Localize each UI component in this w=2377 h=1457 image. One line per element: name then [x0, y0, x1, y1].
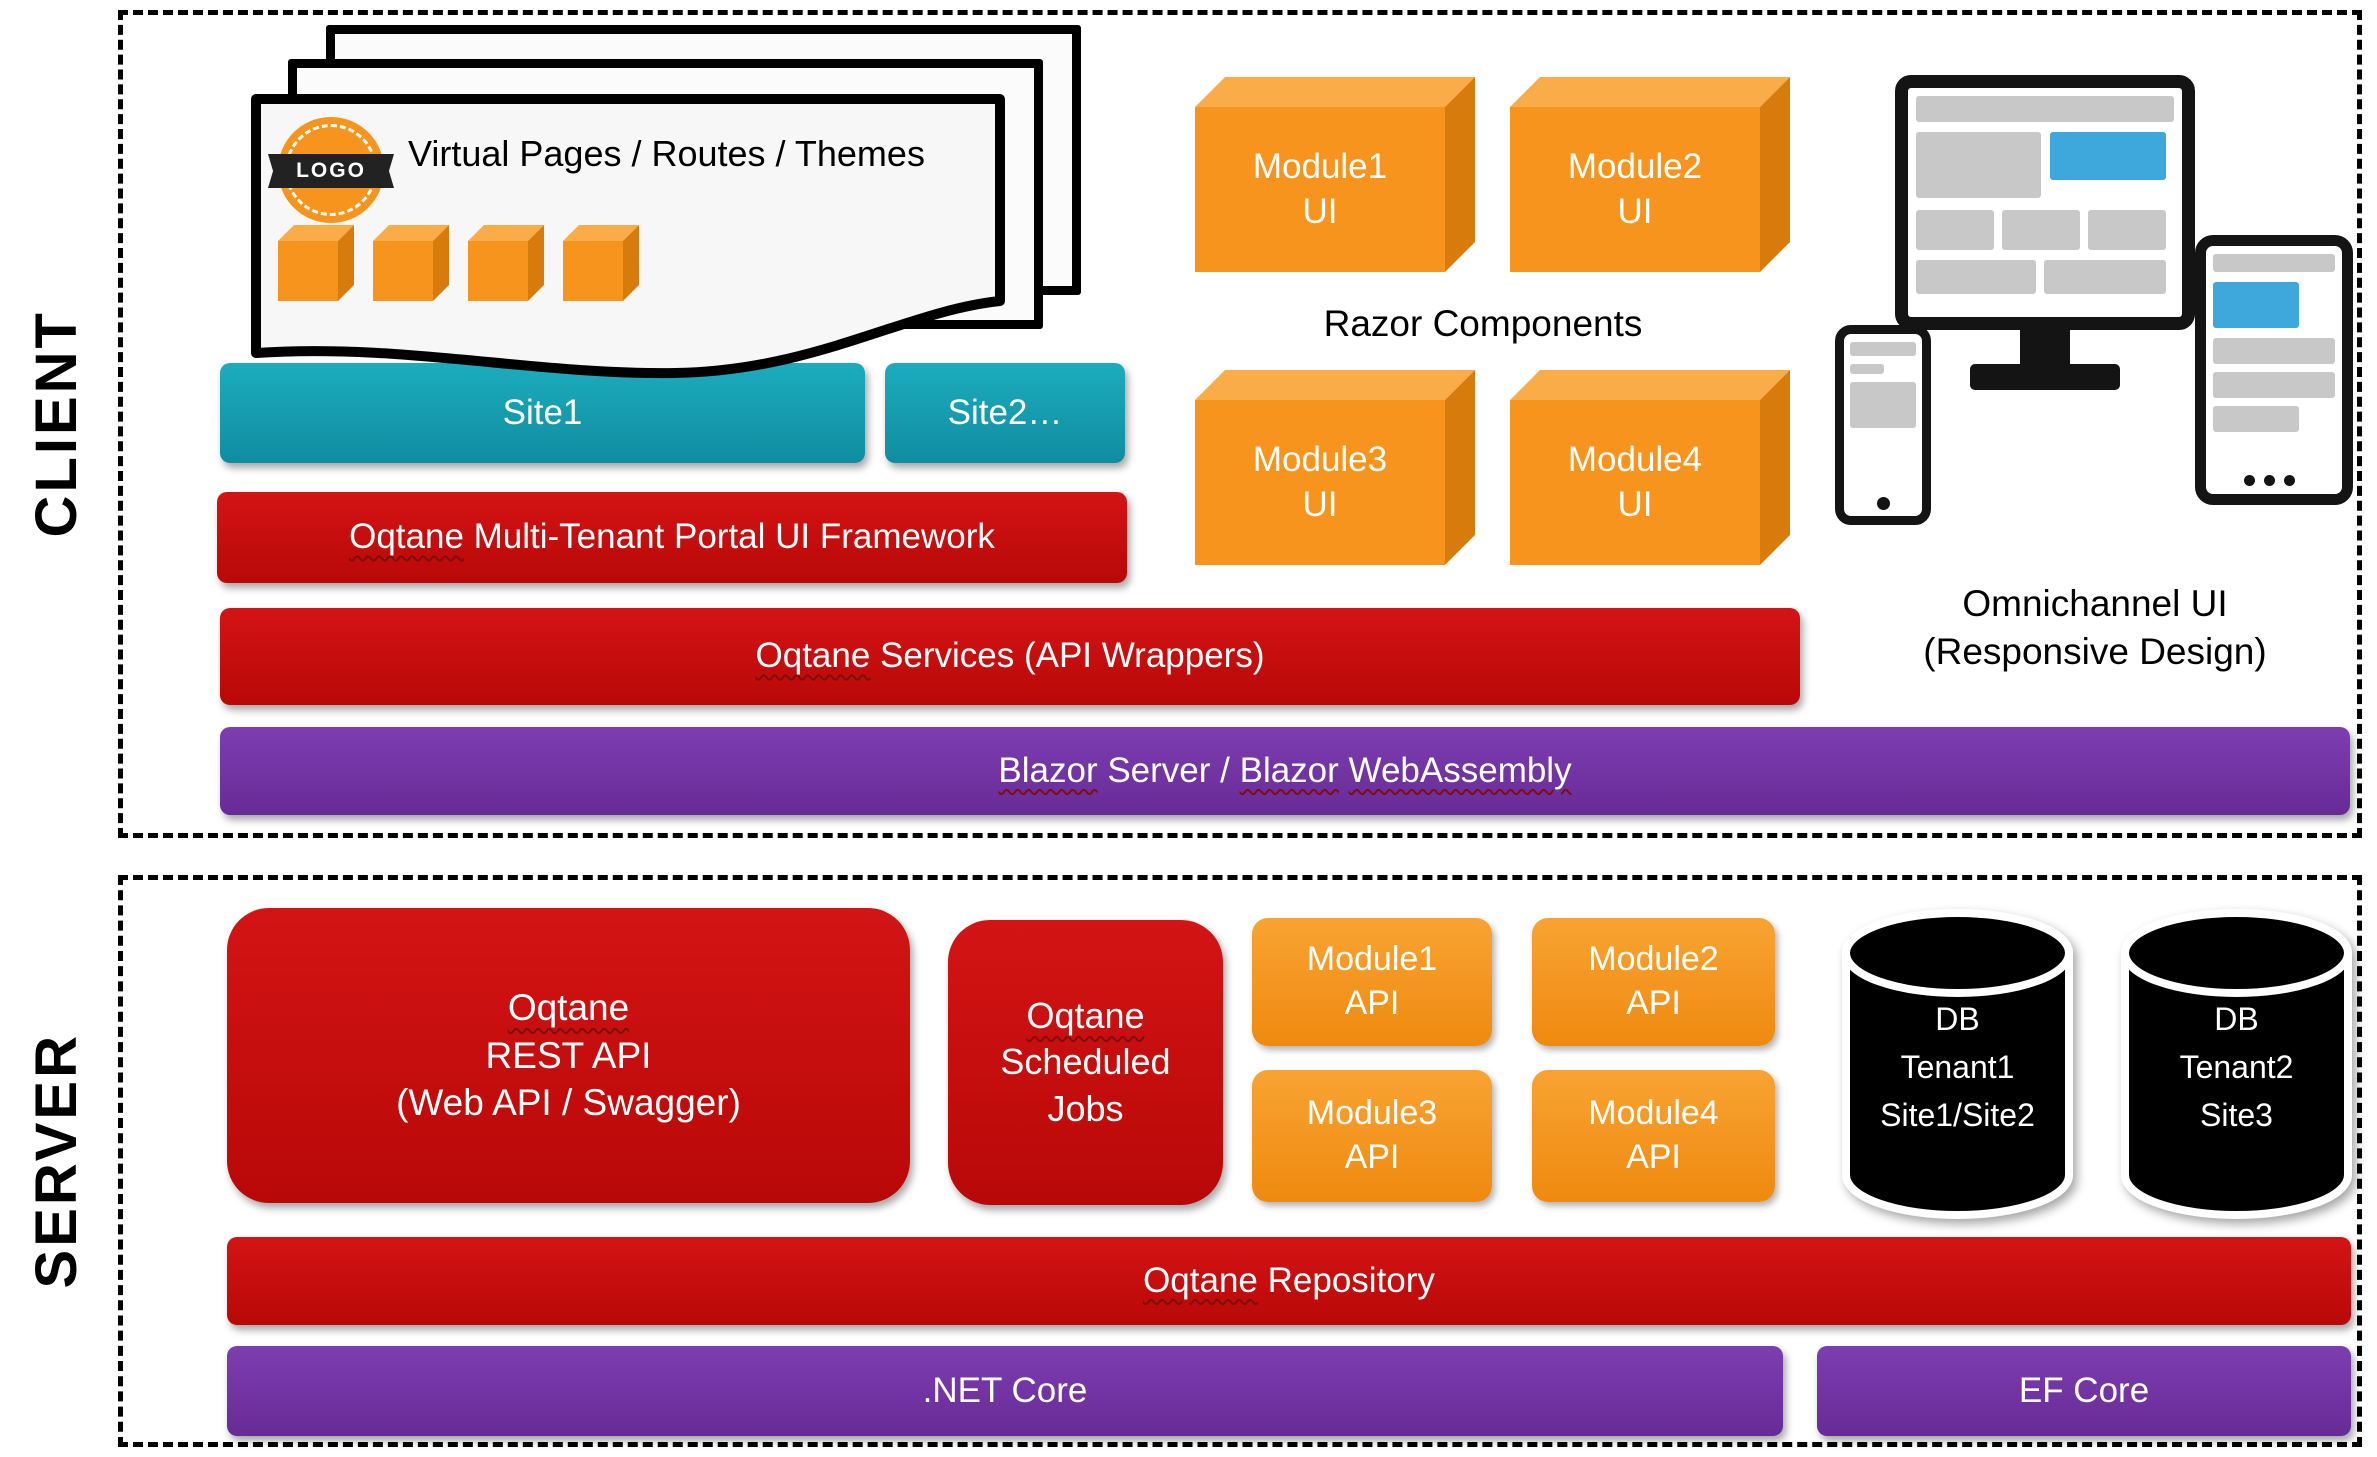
- client-section-label-text: CLIENT: [23, 310, 89, 538]
- monitor-base: [1970, 364, 2120, 390]
- monitor-stand: [2020, 328, 2070, 366]
- ef-core-bar: EF Core: [1817, 1346, 2351, 1436]
- screen-block: [1916, 260, 2036, 294]
- screen-block: [2213, 254, 2335, 272]
- server-section: Oqtane REST API (Web API / Swagger) Oqta…: [118, 875, 2362, 1447]
- db2-label: DB Tenant2 Site3: [2179, 1001, 2294, 1133]
- cube-front-face: [278, 241, 338, 301]
- portal-framework-label: Oqtane Multi-Tenant Portal UI Framework: [349, 517, 995, 557]
- module3-ui-face: Module3 UI: [1195, 400, 1445, 565]
- tablet-icon: [2195, 235, 2353, 505]
- module4-api-box: Module4 API: [1532, 1070, 1775, 1202]
- module2-ui-label: Module2 UI: [1567, 146, 1703, 231]
- screen-block: [1916, 210, 1994, 250]
- site1-label: Site1: [502, 392, 583, 432]
- screen-block-accent: [2213, 282, 2299, 328]
- omnichannel-graphic: Omnichannel UI (Responsive Design): [1835, 75, 2355, 695]
- cube-side-face: [1760, 370, 1790, 565]
- cube-top-face: [1510, 77, 1790, 107]
- phone-icon: [1835, 325, 1931, 525]
- cube-front-face: [373, 241, 433, 301]
- screen-block: [1850, 342, 1916, 356]
- db-cylinder-icon: [1842, 909, 2073, 1219]
- cube-front-face: [468, 241, 528, 301]
- db1-cylinder: DB Tenant1 Site1/Site2: [1838, 905, 2077, 1223]
- pages-title: Virtual Pages / Routes / Themes: [408, 133, 925, 174]
- cube-side-face: [1760, 77, 1790, 272]
- screen-block: [1850, 364, 1884, 374]
- db-cylinder-icon: [2121, 909, 2352, 1219]
- screen-block: [1916, 132, 2041, 198]
- phone-home-button: [1877, 497, 1890, 510]
- rest-api-label: Oqtane REST API (Web API / Swagger): [396, 987, 741, 1124]
- site2-label: Site2…: [947, 392, 1063, 432]
- module3-api-box: Module3 API: [1252, 1070, 1492, 1202]
- rest-api-box: Oqtane REST API (Web API / Swagger): [227, 908, 910, 1203]
- razor-components-label: Razor Components: [1323, 303, 1643, 344]
- tablet-button-dot: [2244, 475, 2255, 486]
- screen-block: [2088, 210, 2166, 250]
- tablet-button-dot: [2264, 475, 2275, 486]
- module3-api-label: Module3 API: [1306, 1094, 1438, 1176]
- repository-label: Oqtane Repository: [1143, 1260, 1435, 1300]
- services-label: Oqtane Services (API Wrappers): [755, 636, 1265, 676]
- cube-side-face: [1445, 77, 1475, 272]
- module2-api-label: Module2 API: [1588, 940, 1719, 1022]
- screen-block: [2044, 260, 2166, 294]
- logo-badge-icon: LOGO: [268, 117, 394, 223]
- scheduled-jobs-label: Oqtane Scheduled Jobs: [1000, 995, 1171, 1129]
- screen-block: [1850, 382, 1916, 428]
- cube-front-face: [563, 241, 623, 301]
- screen-block: [2213, 338, 2335, 364]
- cube-top-face: [1195, 370, 1475, 400]
- cube-top-face: [1510, 370, 1790, 400]
- logo-ribbon: LOGO: [268, 154, 394, 188]
- site1-box: Site1: [220, 363, 865, 463]
- cube-top-face: [1195, 77, 1475, 107]
- virtual-pages-stack: LOGO Virtual Pages / Routes / Themes: [218, 25, 1118, 395]
- db2-cylinder: DB Tenant2 Site3: [2117, 905, 2356, 1223]
- server-section-label: SERVER: [0, 875, 112, 1447]
- module4-ui-face: Module4 UI: [1510, 400, 1760, 565]
- tablet-button-dot: [2284, 475, 2295, 486]
- screen-block: [2002, 210, 2080, 250]
- net-core-label: .NET Core: [922, 1370, 1088, 1410]
- module4-api-label: Module4 API: [1588, 1094, 1719, 1176]
- screen-block: [2213, 406, 2299, 432]
- services-bar: Oqtane Services (API Wrappers): [220, 608, 1800, 705]
- tablet-buttons: [2244, 475, 2295, 486]
- site2-box: Site2…: [885, 363, 1125, 463]
- db1-label: DB Tenant1 Site1/Site2: [1880, 1001, 2035, 1133]
- module1-api-label: Module1 API: [1306, 940, 1438, 1022]
- cube-side-face: [1445, 370, 1475, 565]
- logo-text: LOGO: [296, 159, 366, 182]
- module3-ui-label: Module3 UI: [1252, 439, 1388, 524]
- ef-core-label: EF Core: [2018, 1370, 2150, 1410]
- net-core-bar: .NET Core: [227, 1346, 1783, 1436]
- screen-block: [1916, 96, 2174, 122]
- blazor-label: Blazor Server / Blazor WebAssembly: [998, 750, 1572, 790]
- screen-block: [2213, 372, 2335, 398]
- module1-ui-label: Module1 UI: [1252, 146, 1388, 231]
- server-section-label-text: SERVER: [23, 1033, 89, 1289]
- blazor-bar: Blazor Server / Blazor WebAssembly: [220, 727, 2350, 815]
- module1-ui-face: Module1 UI: [1195, 107, 1445, 272]
- omnichannel-caption: Omnichannel UI (Responsive Design): [1923, 583, 2267, 673]
- scheduled-jobs-box: Oqtane Scheduled Jobs: [948, 920, 1223, 1205]
- module4-ui-label: Module4 UI: [1567, 439, 1703, 524]
- portal-framework-bar: Oqtane Multi-Tenant Portal UI Framework: [217, 492, 1127, 583]
- client-section: LOGO Virtual Pages / Routes / Themes: [118, 10, 2362, 838]
- screen-block-accent: [2050, 132, 2166, 180]
- monitor-icon: [1895, 75, 2195, 330]
- module2-ui-face: Module2 UI: [1510, 107, 1760, 272]
- module2-api-box: Module2 API: [1532, 918, 1775, 1046]
- module1-api-box: Module1 API: [1252, 918, 1492, 1046]
- client-section-label: CLIENT: [0, 10, 112, 838]
- repository-bar: Oqtane Repository: [227, 1237, 2351, 1325]
